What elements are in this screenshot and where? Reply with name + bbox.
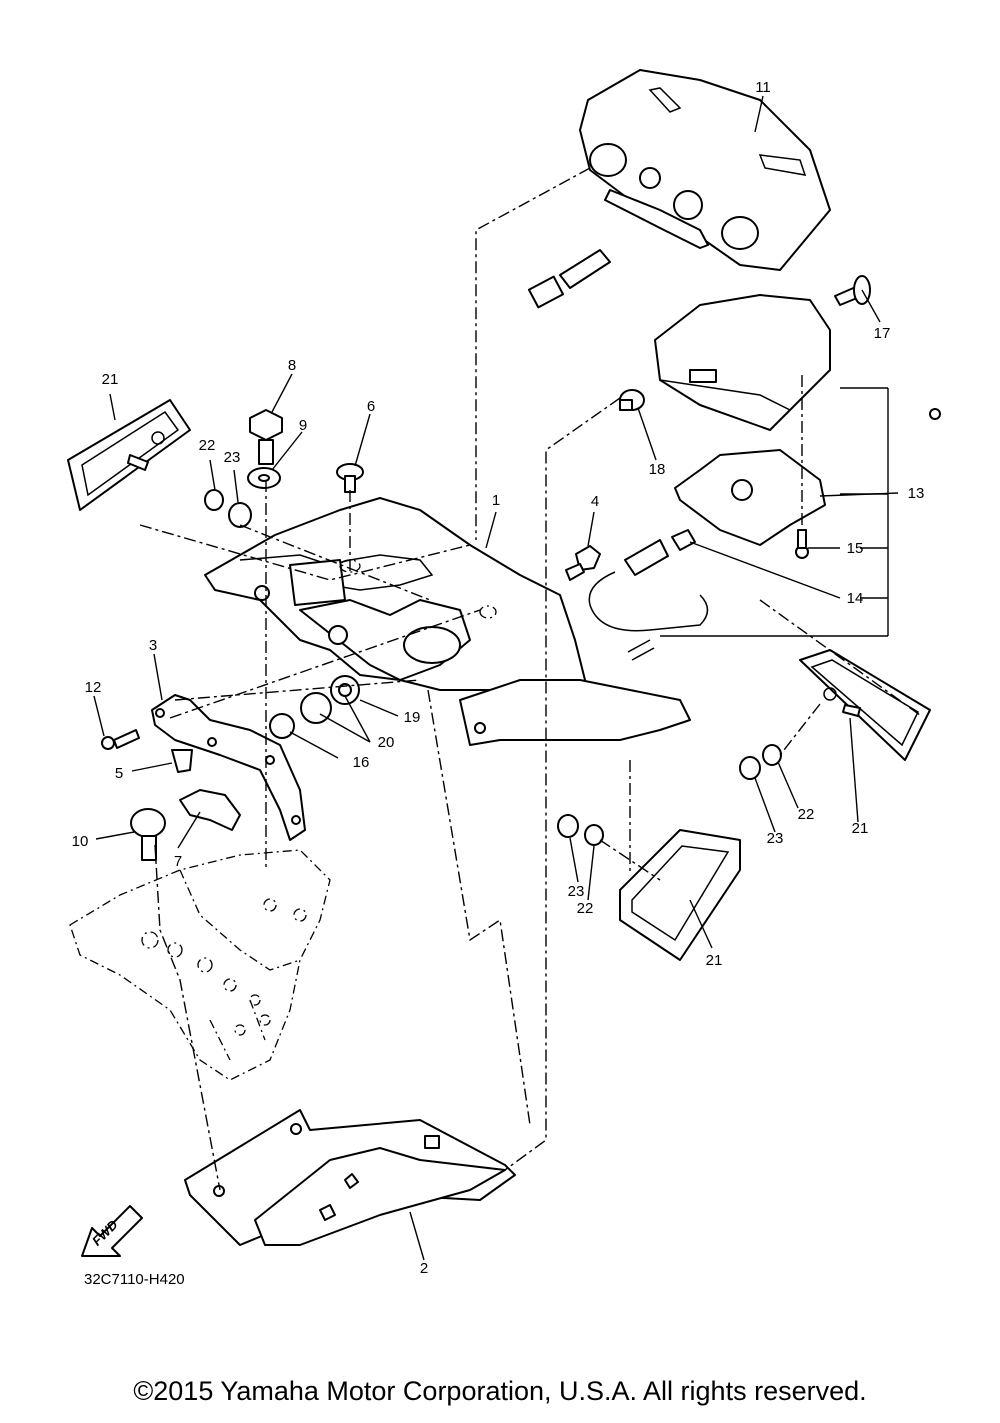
frame-rear-section bbox=[69, 849, 331, 1081]
part-2-lower-bracket bbox=[184, 1109, 516, 1246]
part-16-nut bbox=[269, 713, 295, 739]
callout-23-right: 23 bbox=[767, 830, 784, 847]
part-1-rear-fender bbox=[204, 497, 691, 746]
part-14-socket-wire bbox=[588, 529, 709, 661]
part-21-reflector-right bbox=[799, 649, 931, 761]
callout-21-left: 21 bbox=[102, 371, 119, 388]
part-20-grommet bbox=[300, 692, 332, 724]
callout-15: 15 bbox=[847, 540, 864, 557]
callout-21-right: 21 bbox=[852, 820, 869, 837]
callout-22-front: 22 bbox=[577, 900, 594, 917]
callout-14: 14 bbox=[847, 590, 864, 607]
callout-8: 8 bbox=[288, 357, 296, 374]
callout-11: 11 bbox=[755, 79, 771, 96]
callout-19: 19 bbox=[404, 709, 421, 726]
callout-6: 6 bbox=[367, 398, 375, 415]
part-3-bracket bbox=[151, 694, 306, 841]
part-9-washer bbox=[247, 467, 281, 489]
part-22-washer-left bbox=[204, 489, 224, 511]
part-7-clamp bbox=[179, 789, 241, 831]
callout-21-front: 21 bbox=[706, 952, 723, 969]
part-23-nut-front bbox=[557, 814, 579, 838]
part-23-nut-right bbox=[739, 756, 761, 780]
callout-10: 10 bbox=[72, 833, 89, 850]
part-4-bolt bbox=[565, 545, 601, 581]
diagram-code: 32C7110-H420 bbox=[84, 1271, 185, 1288]
callout-22-right: 22 bbox=[798, 806, 815, 823]
callout-12: 12 bbox=[85, 679, 102, 696]
callout-labels: 11 17 18 13 15 14 1 4 8 9 6 21 22 23 3 1… bbox=[72, 79, 925, 1277]
callout-9: 9 bbox=[299, 417, 307, 434]
callout-16: 16 bbox=[353, 754, 370, 771]
part-22-washer-right bbox=[762, 744, 782, 766]
callout-20: 20 bbox=[378, 734, 395, 751]
copyright-notice: ©2015 Yamaha Motor Corporation, U.S.A. A… bbox=[133, 1376, 867, 1406]
callout-1: 1 bbox=[492, 492, 500, 509]
callout-13: 13 bbox=[908, 485, 925, 502]
callout-3: 3 bbox=[149, 637, 157, 654]
callout-5: 5 bbox=[115, 765, 123, 782]
part-21-reflector-front bbox=[619, 829, 741, 961]
part-19-grommet bbox=[330, 675, 360, 705]
part-15-screw bbox=[795, 529, 809, 559]
callout-2: 2 bbox=[420, 1260, 428, 1277]
part-10-bolt bbox=[130, 808, 166, 861]
callout-7: 7 bbox=[174, 853, 182, 870]
part-8-bolt bbox=[249, 409, 283, 465]
callout-4: 4 bbox=[591, 493, 599, 510]
callout-18: 18 bbox=[649, 461, 666, 478]
part-12-screw bbox=[101, 729, 140, 750]
part-17-screw bbox=[834, 275, 871, 306]
part-18-screw bbox=[619, 389, 645, 411]
callout-23-front: 23 bbox=[568, 883, 585, 900]
part-6-screw bbox=[336, 463, 364, 493]
part-23-nut-left bbox=[228, 502, 252, 528]
part-11-tail-light bbox=[527, 69, 831, 309]
part-22-washer-front bbox=[584, 824, 604, 846]
callout-23-left: 23 bbox=[224, 449, 241, 466]
part-13-license-light bbox=[654, 294, 941, 546]
assembly-lines bbox=[139, 167, 921, 1191]
callout-17: 17 bbox=[874, 325, 891, 342]
leader-lines bbox=[93, 95, 899, 1261]
part-5-nut bbox=[171, 749, 193, 773]
fwd-arrow-icon: FWD bbox=[81, 1205, 143, 1257]
part-21-reflector-left bbox=[67, 399, 191, 511]
callout-22-left: 22 bbox=[199, 437, 216, 454]
